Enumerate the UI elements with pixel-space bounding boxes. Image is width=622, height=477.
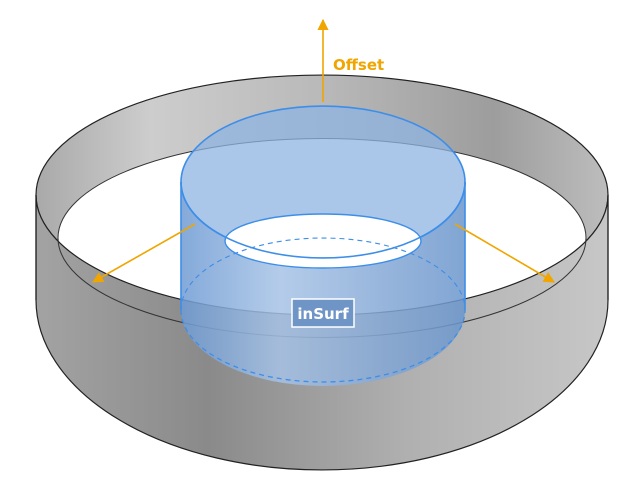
inner-surface-hole xyxy=(224,213,422,269)
offset-label: Offset xyxy=(333,56,384,74)
inner-surface-wall xyxy=(181,182,465,386)
insurf-label-box: inSurf xyxy=(291,298,355,328)
inner-surface-bottom-back xyxy=(180,237,466,311)
inner-surface-bottom-front xyxy=(180,309,466,383)
arrow-down-left-icon xyxy=(92,223,196,283)
arrow-down-right-icon xyxy=(454,223,555,283)
offset-arrows xyxy=(92,18,555,283)
inner-surface xyxy=(180,105,466,386)
insurf-label: inSurf xyxy=(297,305,349,323)
